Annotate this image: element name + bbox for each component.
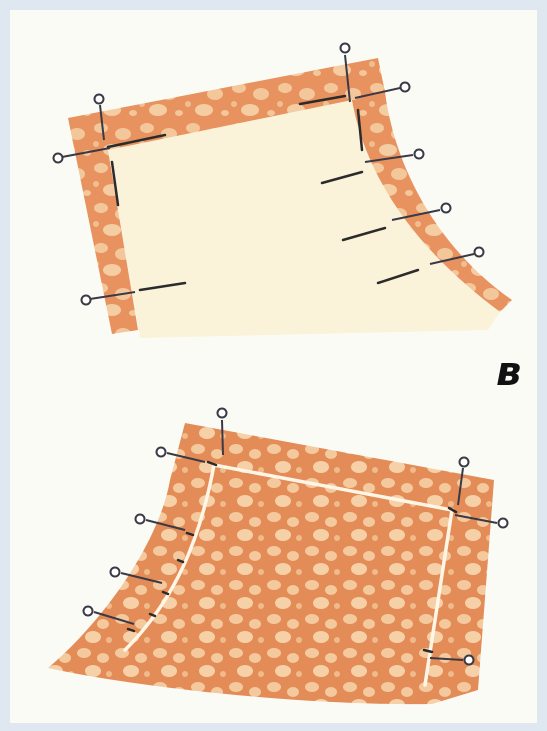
- panel-label: в: [496, 352, 521, 392]
